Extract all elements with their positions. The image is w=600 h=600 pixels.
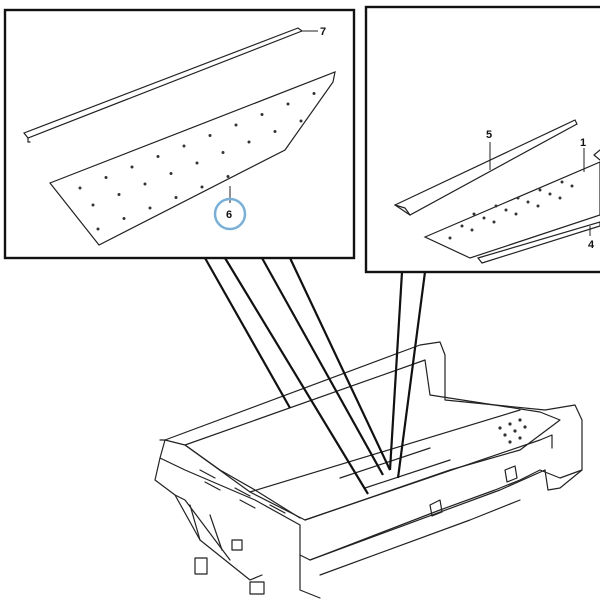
bolt-hole: [169, 172, 173, 175]
bolt-hole: [560, 180, 564, 184]
callout-6: 6: [213, 186, 247, 231]
part-1-plate: [423, 161, 600, 259]
bolt-hole: [143, 182, 147, 186]
callout-label-6: 6: [226, 209, 232, 221]
bolt-hole: [516, 196, 520, 200]
bolt-hole: [91, 203, 95, 207]
bolt-hole: [122, 217, 126, 220]
part-6-plate: [49, 71, 336, 246]
bolt-hole: [548, 192, 552, 196]
bolt-hole: [234, 123, 238, 127]
bolt-hole: [226, 175, 230, 178]
bolt-hole: [174, 196, 178, 199]
callout-6-highlight-ring: [213, 197, 247, 231]
bolt-hole: [247, 140, 251, 144]
bolt-hole: [299, 119, 303, 123]
callout-7: 7: [302, 26, 326, 38]
bolt-hole: [558, 196, 562, 200]
bolt-hole: [182, 144, 186, 148]
bolt-hole: [570, 184, 574, 188]
bolt-hole: [117, 193, 121, 196]
bolt-hole: [260, 113, 264, 116]
bolt-hole: [148, 206, 152, 210]
bolt-hole: [200, 185, 204, 189]
detail-leaders: [204, 257, 427, 495]
bolt-hole: [104, 176, 108, 179]
callout-label-7: 7: [320, 26, 326, 38]
bolt-hole: [195, 161, 199, 165]
callout-1: 1: [580, 137, 586, 172]
dump-body: [154, 341, 583, 599]
bolt-hole: [448, 236, 452, 240]
detail-box-right: [364, 5, 600, 274]
bolt-hole: [286, 102, 290, 106]
bolt-hole: [472, 212, 476, 216]
callout-label-4: 4: [588, 239, 595, 251]
callout-4: 4: [588, 226, 595, 251]
detail-box-left: [3, 8, 356, 260]
bolt-hole: [273, 130, 277, 133]
bolt-hole: [221, 151, 225, 154]
bolt-hole: [460, 224, 464, 228]
bolt-hole: [538, 188, 542, 192]
bolt-hole: [96, 227, 100, 231]
bolt-hole: [504, 208, 508, 212]
bolt-hole: [492, 220, 496, 224]
part-4-strip: [476, 221, 600, 264]
bolt-hole: [494, 204, 498, 208]
bolt-hole: [312, 92, 316, 95]
bolt-hole: [470, 228, 474, 232]
bolt-hole: [482, 216, 486, 220]
callout-5: 5: [486, 129, 492, 170]
bolt-hole: [78, 186, 82, 190]
bolt-hole: [156, 155, 160, 158]
part-5-angle: [393, 119, 578, 216]
bolt-hole: [536, 204, 540, 208]
bolt-hole: [130, 165, 134, 169]
bolt-hole: [514, 212, 518, 216]
bolt-hole: [208, 134, 212, 137]
bolt-hole: [526, 200, 530, 204]
callout-label-5: 5: [486, 129, 492, 141]
callout-label-1: 1: [580, 137, 586, 149]
